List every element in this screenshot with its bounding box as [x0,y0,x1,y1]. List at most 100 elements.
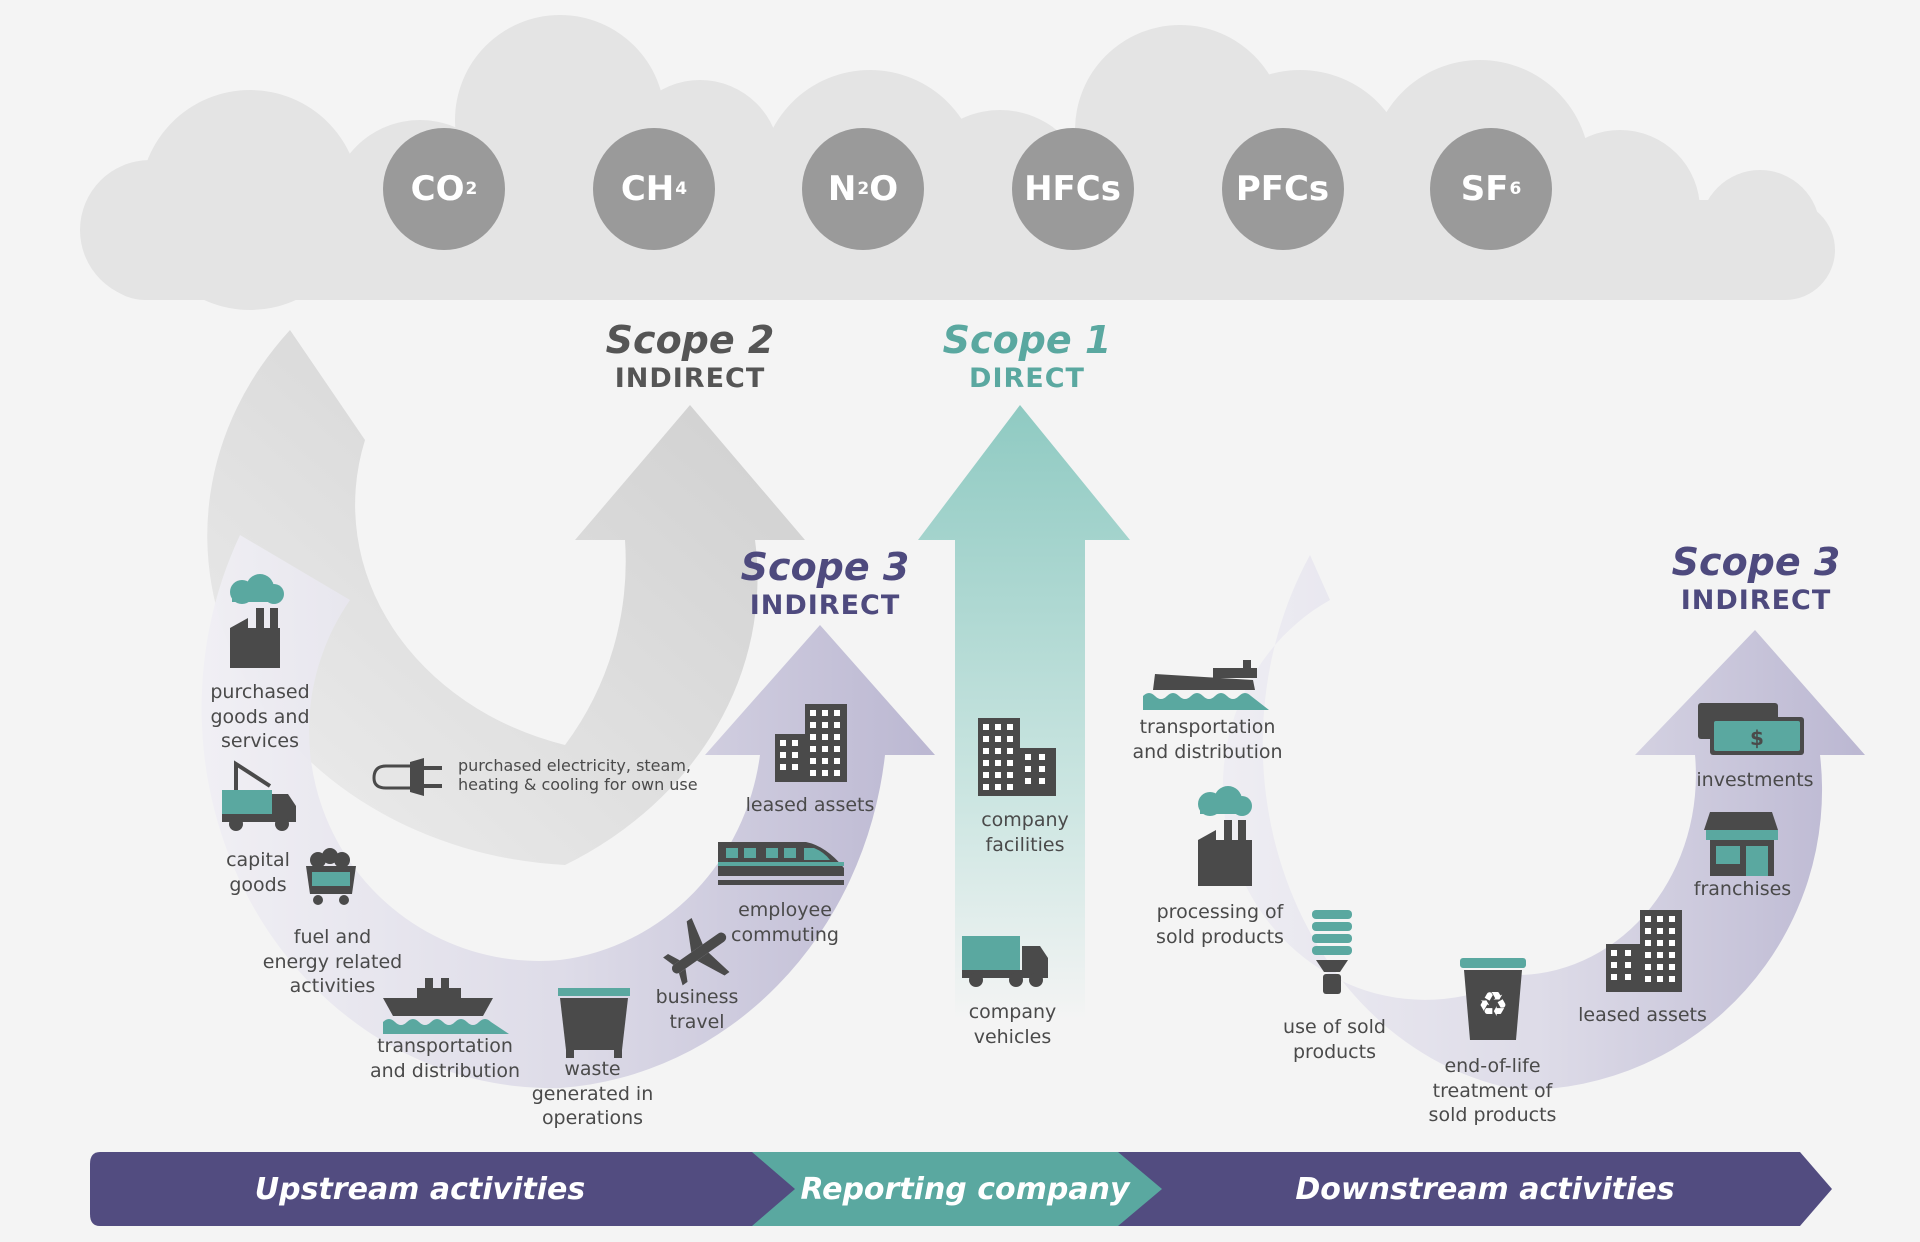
window-square [1657,964,1663,970]
svg-text:$: $ [1750,726,1764,750]
scope3-downstream-title: Scope 3 [1671,540,1841,584]
window-square [1611,974,1617,980]
window-square [810,734,816,740]
delivery-truck-icon [962,936,1048,987]
window-square [1039,766,1045,772]
label-upstream-transport: transportation and distribution [369,1035,521,1082]
svg-text:♻: ♻ [1478,985,1508,1025]
building-icon [775,704,847,782]
window-square [780,764,786,770]
window-square [834,722,840,728]
window-square [1669,916,1675,922]
recycle-bin-icon: ♻ [1460,958,1526,1040]
window-square [1007,760,1013,766]
window-square [1625,974,1631,980]
window-square [1645,952,1651,958]
window-square [1611,950,1617,956]
scope2-subtitle: INDIRECT [614,363,766,394]
window-square [834,746,840,752]
window-square [1025,766,1031,772]
company-building-icon [978,718,1056,796]
window-square [983,724,989,730]
window-square [822,710,828,716]
scope1-title: Scope 1 [942,318,1112,362]
scope1-subtitle: DIRECT [969,363,1085,394]
scope1-heading: Scope 1 DIRECT [907,318,1147,396]
window-square [1669,976,1675,982]
label-company-facilities: company facilities [981,809,1069,856]
processing-factory-icon [1198,786,1252,886]
label-downstream-leased-assets: leased assets [1578,1004,1707,1026]
label-investments: investments [1696,769,1814,791]
window-square [834,770,840,776]
dumpster-icon [558,988,630,1058]
window-square [983,760,989,766]
window-square [1657,928,1663,934]
label-franchises: franchises [1693,878,1792,900]
downstream-building-icon [1606,910,1682,992]
window-square [822,770,828,776]
bar-downstream [1118,1152,1832,1226]
bar-reporting [752,1152,1162,1226]
window-square [1657,952,1663,958]
reporting-company-label: Reporting company [800,1171,1130,1207]
window-square [792,752,798,758]
plug-icon [372,758,442,796]
scope2-heading: Scope 2 INDIRECT [570,318,810,396]
window-square [995,760,1001,766]
window-square [822,734,828,740]
label-waste: waste generated in operations [531,1058,654,1129]
coal-cart-icon [306,848,356,905]
lightbulb-icon [1312,910,1352,994]
window-square [995,736,1001,742]
window-square [1007,784,1013,790]
window-square [1007,724,1013,730]
label-purchased-electricity: purchased electricity, steam, heating & … [458,756,698,794]
window-square [1657,940,1663,946]
window-square [995,724,1001,730]
scope3-upstream-title: Scope 3 [740,545,910,589]
window-square [1669,928,1675,934]
cloud-background [80,15,1835,310]
window-square [810,758,816,764]
window-square [1669,940,1675,946]
scope3-upstream-subtitle: INDIRECT [749,590,901,621]
window-square [810,722,816,728]
label-upstream-leased-assets: leased assets [745,794,875,816]
storefront-icon [1704,812,1778,876]
scope3-upstream-arrow [201,535,936,1089]
window-square [1645,940,1651,946]
window-square [983,772,989,778]
downstream-ship-icon [1143,660,1269,710]
train-icon [718,842,844,885]
window-square [810,710,816,716]
window-square [983,784,989,790]
factory-icon [230,574,284,668]
scope2-title: Scope 2 [605,318,775,362]
window-square [995,784,1001,790]
window-square [1025,754,1031,760]
window-square [1657,976,1663,982]
window-square [983,736,989,742]
label-fuel-energy: fuel and energy related activities [262,926,403,997]
scope3-downstream-arrow [1222,555,1865,1091]
scope2-arrow [207,330,805,865]
window-square [1039,754,1045,760]
window-square [983,748,989,754]
window-square [995,748,1001,754]
activity-bar [90,1152,1832,1226]
window-square [792,764,798,770]
window-square [822,758,828,764]
window-square [1645,964,1651,970]
label-downstream-transport: transportation and distribution [1132,716,1283,763]
window-square [1007,736,1013,742]
money-icon: $ [1698,703,1804,755]
airplane-icon [663,917,730,986]
label-purchased-goods: purchased goods and services [210,681,310,752]
window-square [1645,928,1651,934]
